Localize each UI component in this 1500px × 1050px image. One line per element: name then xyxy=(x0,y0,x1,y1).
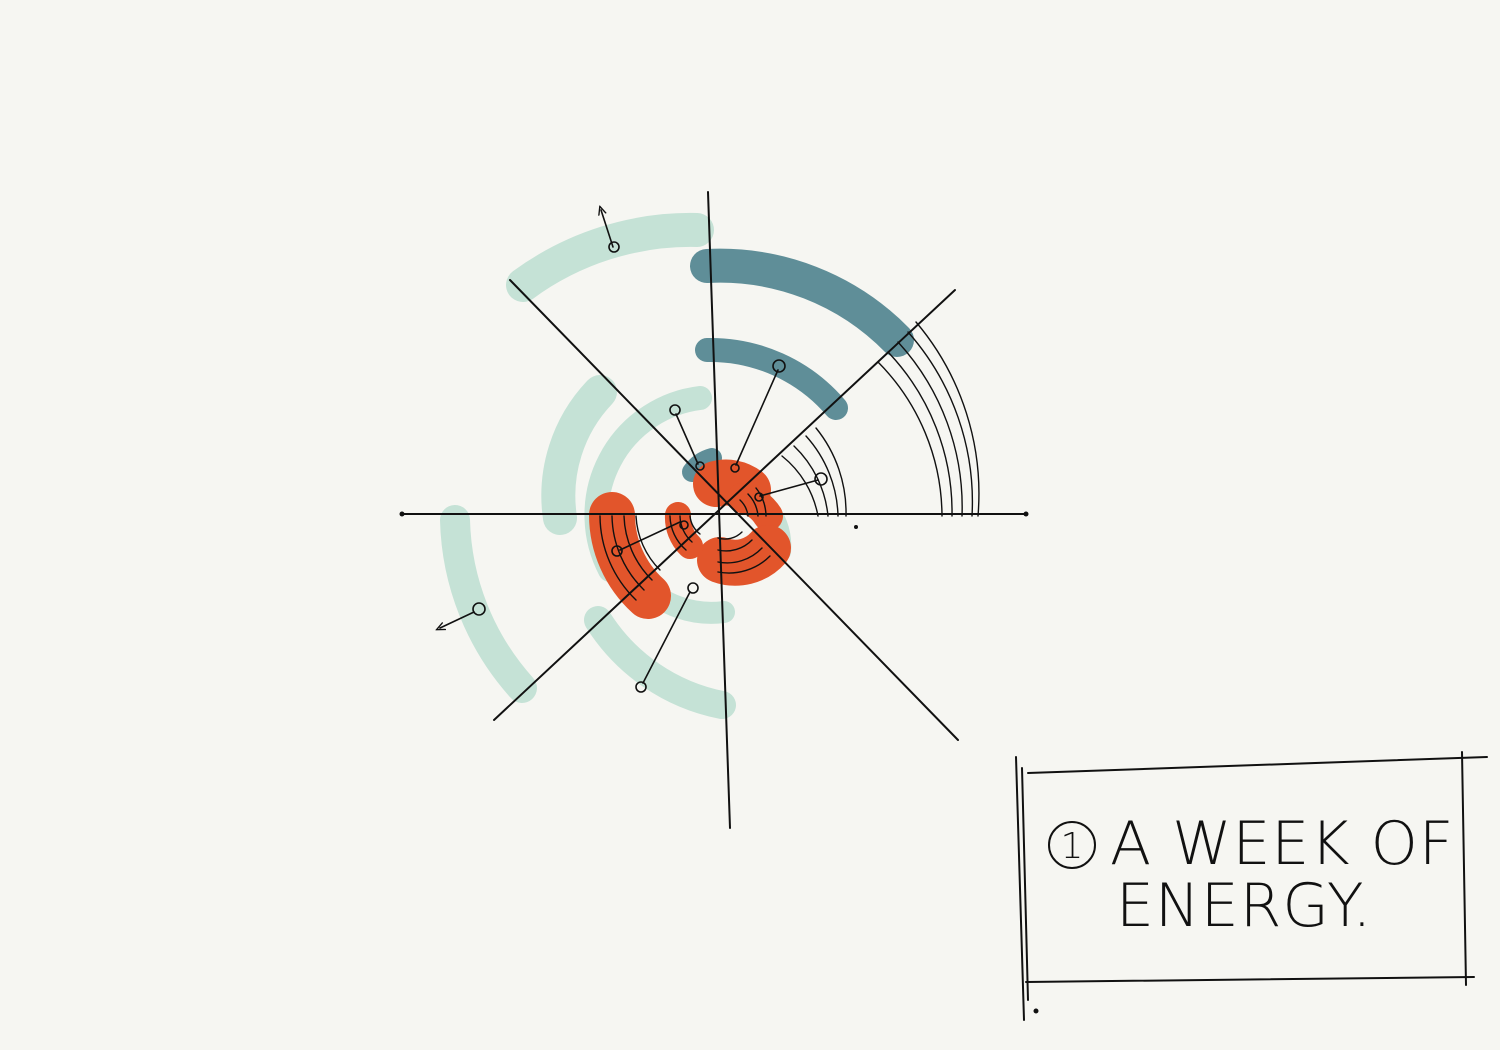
ring-line xyxy=(669,515,687,551)
ring-line xyxy=(689,515,701,535)
caption-title-line2: ENERGY. xyxy=(1116,871,1372,941)
ring-line xyxy=(679,515,693,543)
callout-line xyxy=(642,591,691,684)
caption-frame-line xyxy=(1015,756,1025,1021)
slate-band-inner xyxy=(682,448,722,482)
callouts xyxy=(440,210,828,693)
ring-line xyxy=(635,515,661,571)
caption-frame-line xyxy=(1025,976,1475,983)
callout-line xyxy=(619,521,681,551)
axis-end-dot xyxy=(1023,511,1029,517)
axis-end-dots xyxy=(399,511,1029,529)
caption-number-circle xyxy=(1048,821,1096,869)
callout-marker xyxy=(687,582,699,594)
ring-line xyxy=(815,427,847,517)
axis-diagonal-ne-sw xyxy=(493,289,956,721)
callout-line xyxy=(675,413,699,465)
caption-dot xyxy=(1033,1008,1039,1014)
callout-marker xyxy=(730,463,740,473)
mint-band-mid-w xyxy=(541,375,617,535)
axes xyxy=(401,191,1027,829)
callout-marker xyxy=(754,492,764,502)
orange-wedge-sw-inner xyxy=(664,502,703,559)
callout-marker xyxy=(635,681,647,693)
slate-band-middle xyxy=(695,337,848,420)
callout-marker xyxy=(772,359,786,373)
caption-frame-line xyxy=(1027,756,1488,774)
ring-line xyxy=(781,455,819,517)
caption-title-line1: A WEEK OF xyxy=(1110,809,1454,879)
callout-marker xyxy=(695,461,705,471)
ring-line xyxy=(897,341,963,517)
callout-line xyxy=(440,611,475,628)
callout-marker xyxy=(472,602,486,616)
ring-line xyxy=(887,351,953,517)
callout-line xyxy=(735,369,779,466)
radial-energy-diagram xyxy=(399,191,1029,829)
ring-line xyxy=(877,361,943,517)
axis-end-dot xyxy=(854,525,858,529)
slate-band-outer xyxy=(690,248,914,357)
mint-band-outer-sw xyxy=(440,505,537,703)
ring-line xyxy=(623,515,653,581)
caption-frame-line xyxy=(1461,751,1467,986)
ring-line xyxy=(717,555,771,574)
ring-line xyxy=(739,499,749,517)
callout-line xyxy=(601,210,614,248)
ring-line xyxy=(805,435,839,517)
axis-diagonal-nw-se xyxy=(509,279,959,741)
callout-marker xyxy=(611,545,623,557)
mint-band-outer-nw xyxy=(506,212,714,302)
callout-marker xyxy=(814,472,828,486)
slate-bands xyxy=(682,248,914,482)
callout-marker xyxy=(608,241,620,253)
caption-frame-line xyxy=(1021,767,1029,1001)
ring-line xyxy=(747,493,759,517)
ring-line xyxy=(611,515,645,591)
ring-line xyxy=(793,445,829,517)
ring-line xyxy=(717,547,763,564)
callout-line xyxy=(759,479,819,497)
caption-number: 1 xyxy=(1061,826,1084,867)
callout-marker xyxy=(679,520,689,530)
callout-marker xyxy=(669,404,681,416)
ring-lines xyxy=(599,321,980,601)
axis-end-dot xyxy=(399,511,405,517)
orange-wedge-se xyxy=(697,525,791,586)
ring-line xyxy=(915,321,980,517)
caption-box xyxy=(1015,751,1488,1021)
ring-line xyxy=(907,331,974,517)
mint-band-mid-s xyxy=(584,606,736,719)
